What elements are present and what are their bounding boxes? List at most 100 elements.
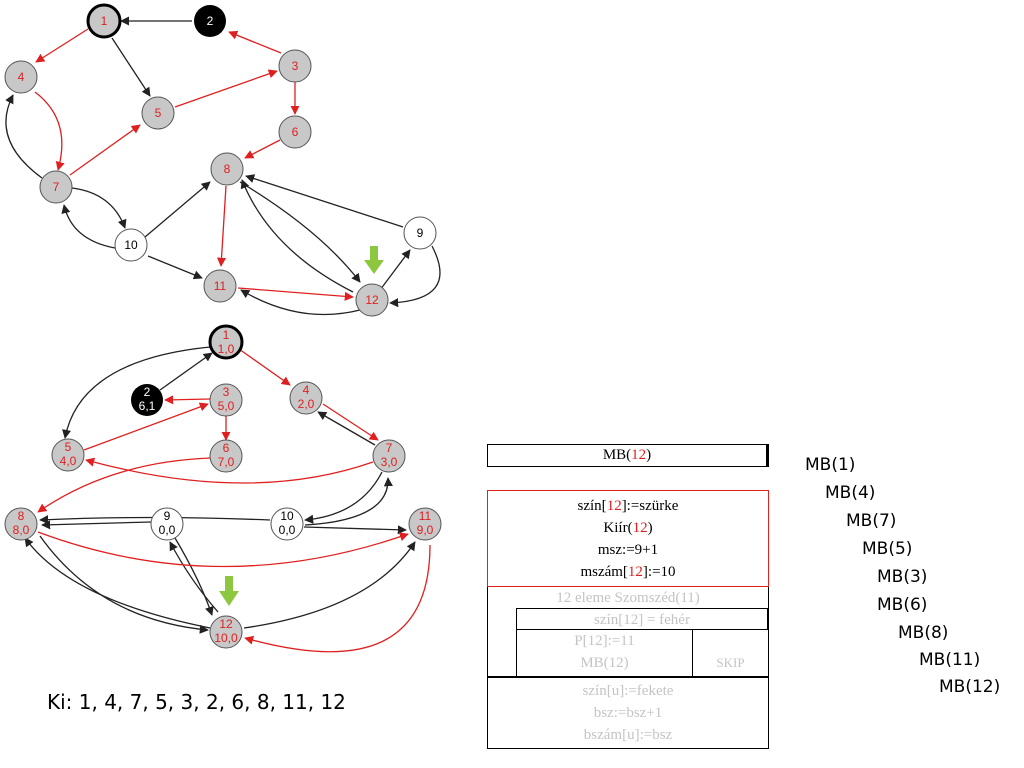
edge-5-3	[174, 69, 278, 108]
edge-9-8	[245, 174, 404, 228]
top-node-7: 7	[39, 170, 73, 204]
edge-12-11	[240, 289, 361, 316]
structogram-header: MB(12)	[487, 444, 769, 467]
svg-text:10: 10	[280, 509, 294, 523]
edge-10-8	[144, 181, 211, 238]
header-post: )	[646, 447, 652, 463]
call-stack-item: MB(7)	[846, 511, 897, 531]
svg-text:7,0: 7,0	[218, 455, 235, 469]
call-stack-item: MB(8)	[898, 623, 949, 643]
call-stack-item: MB(11)	[919, 650, 981, 670]
stmt-color-gray: szín[12]:=szürke	[577, 498, 679, 514]
svg-text:5: 5	[155, 106, 162, 120]
svg-text:3,0: 3,0	[381, 455, 398, 469]
b-edge-2-1	[159, 352, 213, 391]
bottom-node-3: 35,0	[209, 383, 243, 417]
top-node-10: 10	[114, 228, 148, 262]
svg-text:1: 1	[101, 14, 108, 28]
top-node-3: 3	[278, 49, 312, 83]
stmt-print: Kiír(12)	[603, 520, 653, 536]
loop-header: 12 eleme Szomszéd(11)	[556, 590, 700, 606]
top-node-2: 2	[194, 5, 226, 37]
svg-text:5,0: 5,0	[218, 399, 235, 413]
b-edge-9-12	[174, 537, 214, 616]
stmt-msz: msz:=9+1	[597, 542, 659, 558]
svg-text:9,0: 9,0	[417, 523, 434, 537]
svg-text:3: 3	[223, 385, 230, 399]
svg-text:11: 11	[419, 509, 432, 523]
edge-12-9	[379, 249, 411, 291]
b-edge-7-4	[317, 411, 376, 446]
svg-text:8: 8	[224, 162, 231, 176]
top-graph-edges	[5, 16, 441, 316]
svg-text:4: 4	[303, 383, 310, 397]
top-node-6: 6	[278, 115, 312, 149]
current-node-arrow-bottom	[219, 576, 239, 606]
top-node-9: 9	[403, 216, 437, 250]
bottom-graph-edges	[24, 346, 431, 653]
edge-3-2	[228, 30, 282, 54]
edge-7-4	[5, 94, 43, 179]
svg-text:3: 3	[292, 59, 299, 73]
svg-text:12: 12	[365, 293, 379, 307]
svg-text:6: 6	[292, 125, 299, 139]
edge-6-8	[244, 139, 281, 159]
header-arg: 12	[631, 447, 647, 463]
svg-text:6,1: 6,1	[139, 399, 156, 413]
bottom-node-6: 67,0	[209, 439, 243, 473]
edge-11-12	[237, 287, 354, 301]
call-stack-item: MB(1)	[805, 455, 856, 475]
svg-text:0,0: 0,0	[279, 523, 296, 537]
edge-8-12	[239, 181, 361, 283]
call-stack-item: MB(6)	[877, 595, 928, 615]
svg-text:7: 7	[53, 180, 60, 194]
edge-10-7	[61, 204, 116, 249]
svg-text:4,0: 4,0	[60, 454, 77, 468]
b-edge-9-8	[41, 520, 152, 530]
bottom-node-5: 54,0	[51, 438, 85, 472]
top-node-8: 8	[210, 152, 244, 186]
edge-1-5	[111, 37, 151, 97]
b-edge-8-11	[37, 531, 409, 568]
b-edge-10-11	[303, 525, 407, 535]
b-edge-10-7	[304, 477, 393, 526]
call-stack-item: MB(3)	[877, 567, 928, 587]
structogram-active-block: szín[12]:=szürke Kiír(12) msz:=9+1 mszám…	[487, 490, 769, 587]
cond-header: szín[12] = fehér	[516, 608, 768, 630]
b-edge-12-9	[169, 541, 219, 613]
b-edge-12-11	[243, 541, 416, 629]
call-stack-item: MB(5)	[862, 539, 913, 559]
bottom-node-9: 90,0	[150, 507, 184, 541]
svg-text:9: 9	[164, 509, 171, 523]
svg-text:6: 6	[223, 441, 230, 455]
else-branch: SKIP	[716, 655, 745, 670]
b-edge-3-2	[164, 395, 211, 405]
edge-9-12	[389, 245, 441, 308]
edge-1-4	[35, 28, 89, 63]
bottom-node-1: 11,0	[208, 324, 244, 360]
svg-text:1: 1	[223, 328, 230, 342]
then-branch: P[12]:=11 MB(12)	[516, 630, 693, 677]
header-pre: MB(	[602, 447, 632, 463]
svg-text:12: 12	[219, 617, 233, 631]
svg-text:1,0: 1,0	[218, 342, 235, 356]
stmt-mszam: mszám[12]:=10	[580, 564, 676, 580]
edge-12-8	[240, 179, 354, 293]
edge-7-10	[71, 187, 127, 229]
top-node-1: 1	[86, 3, 122, 39]
structogram-loop: 12 eleme Szomszéd(11) szín[12] = fehér P…	[487, 587, 769, 677]
svg-text:2: 2	[144, 385, 151, 399]
bottom-node-7: 73,0	[372, 439, 406, 473]
edge-10-11	[147, 255, 203, 280]
svg-text:4: 4	[18, 70, 25, 84]
bottom-graph-nodes: 11,0 26,1 35,0 42,0 54,0 67,0 73,0 88,0 …	[4, 324, 442, 649]
edge-4-7	[34, 91, 65, 171]
call-stack-item: MB(12)	[939, 677, 1001, 697]
top-graph-nodes: 1 2 3 4 5 6 7 8 9 10 11 12	[4, 3, 437, 317]
svg-text:5: 5	[65, 440, 72, 454]
b-edge-11-12	[244, 544, 431, 653]
svg-text:2: 2	[207, 14, 214, 28]
bottom-node-11: 119,0	[408, 507, 442, 541]
top-node-5: 5	[141, 96, 175, 130]
